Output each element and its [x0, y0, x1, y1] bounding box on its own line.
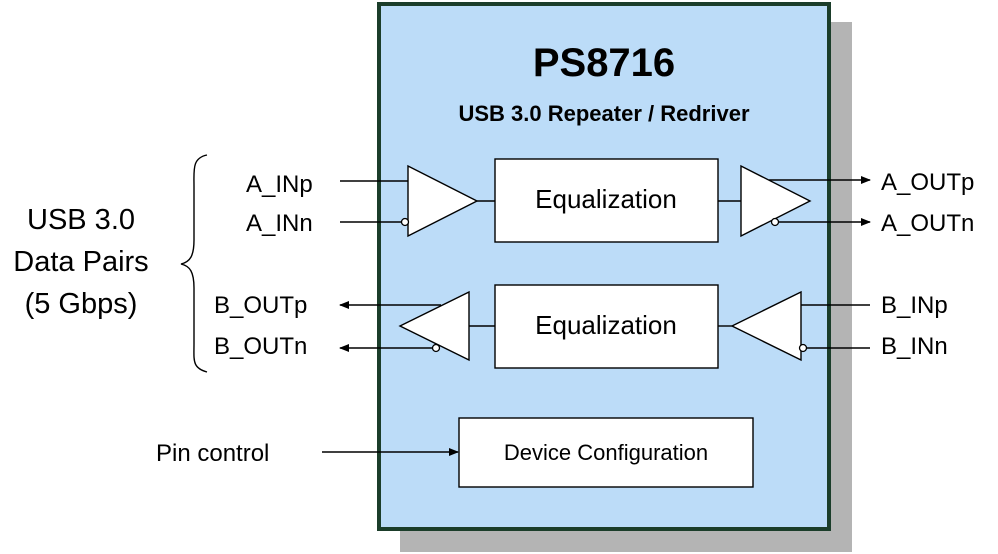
chip-title: PS8716 [533, 41, 675, 85]
equalization-label-b: Equalization [535, 310, 677, 340]
device-configuration-block [458, 417, 754, 488]
chip-subtitle: USB 3.0 Repeater / Redriver [458, 101, 749, 126]
invert-bubble-b-out [431, 343, 441, 353]
data-pairs-label-line2: Data Pairs [13, 246, 148, 278]
data-pairs-label: USB 3.0 Data Pairs (5 Gbps) [13, 204, 148, 320]
invert-bubble-a-out [770, 217, 780, 227]
equalization-label-a: Equalization [535, 184, 677, 214]
pin-b-inp-label: B_INp [881, 292, 948, 319]
device-configuration: Pin control Device Configuration [156, 417, 754, 488]
invert-bubble-b-in [798, 343, 808, 353]
input-buffer-a [407, 164, 479, 238]
pin-b-outn-label: B_OUTn [214, 333, 307, 360]
output-driver-b [398, 290, 470, 362]
pin-a-outn-label: A_OUTn [881, 210, 974, 237]
pin-a-inn-label: A_INn [246, 210, 313, 237]
data-pairs-label-line3: (5 Gbps) [25, 288, 138, 320]
channel-b: B_INp B_INn Equalization B_OUTp B_OUTn [214, 284, 948, 369]
input-buffer-b [730, 290, 802, 362]
device-configuration-label: Device Configuration [504, 440, 708, 465]
pin-a-outp-label: A_OUTp [881, 169, 974, 196]
pin-control-label: Pin control [156, 440, 269, 467]
pin-b-outp-label: B_OUTp [214, 292, 307, 319]
invert-bubble-a-in [400, 217, 410, 227]
data-pairs-brace [180, 154, 208, 373]
pin-b-inn-label: B_INn [881, 333, 948, 360]
pin-a-inp-label: A_INp [246, 171, 313, 198]
equalization-block-a [494, 158, 719, 243]
channel-a: A_INp A_INn Equalization A_OUTp A_OUTn [246, 158, 974, 243]
data-pairs-label-line1: USB 3.0 [27, 204, 135, 236]
